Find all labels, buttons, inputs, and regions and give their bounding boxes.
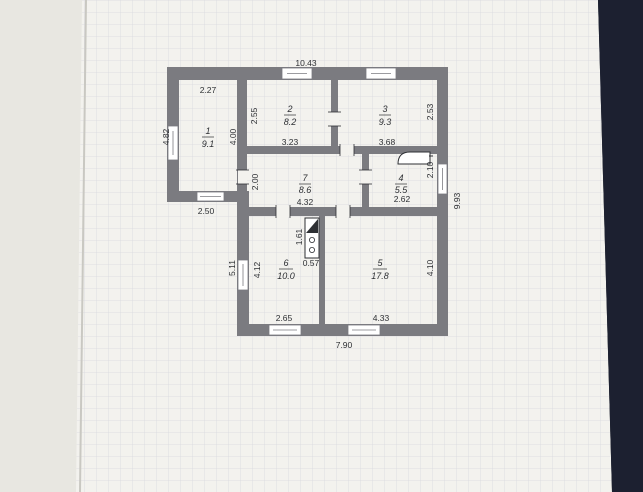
room2-area: 8.2 — [284, 117, 297, 127]
dim-room6-width: 2.65 — [276, 313, 293, 323]
dim-left-total: 4.82 — [161, 128, 171, 145]
room5-number: 5 — [377, 258, 383, 268]
doors — [236, 111, 372, 218]
room-labels: 1 9.1 2 8.2 3 9.3 4 5.5 7 8.6 6 10.0 5 1… — [202, 104, 409, 281]
dim-room5-width: 4.33 — [373, 313, 390, 323]
dim-room1-bottom: 2.50 — [198, 206, 215, 216]
dim-room4-height: 2.10 — [425, 161, 435, 178]
dim-room4-width: 2.62 — [394, 194, 411, 204]
dim-lower-left: 5.11 — [227, 260, 237, 276]
room4-area: 5.5 — [395, 185, 409, 195]
dim-room7-width: 4.32 — [297, 197, 314, 207]
room4-number: 4 — [398, 173, 403, 183]
dim-closet-height: 1.61 — [294, 228, 304, 245]
door-room6 — [276, 206, 290, 217]
room6-number: 6 — [283, 258, 288, 268]
room3-number: 3 — [382, 104, 387, 114]
dim-room7-height: 2.00 — [250, 173, 260, 190]
room2-number: 2 — [286, 104, 292, 114]
dimension-labels: 10.43 2.27 3.23 3.68 2.62 4.32 2.50 0.57… — [161, 58, 462, 350]
bathtub-icon — [397, 151, 433, 165]
dim-room6-height: 4.12 — [252, 261, 262, 278]
room1-area: 9.1 — [202, 139, 215, 149]
dim-room3-height: 2.53 — [425, 103, 435, 120]
room7-number: 7 — [302, 173, 308, 183]
grid-lines — [76, 0, 612, 492]
dim-room2-width: 3.23 — [282, 137, 299, 147]
dim-room3-width: 3.68 — [379, 137, 396, 147]
room6-area: 10.0 — [277, 271, 295, 281]
dim-bottom-total: 7.90 — [336, 340, 353, 350]
room1-number: 1 — [205, 126, 210, 136]
door-room2-3 — [330, 112, 339, 126]
dim-top-total: 10.43 — [295, 58, 317, 68]
left-page — [0, 0, 88, 492]
dim-room1-height: 4.00 — [228, 128, 238, 145]
door-room1 — [238, 170, 247, 184]
room5-area: 17.8 — [371, 271, 389, 281]
room3-area: 9.3 — [379, 117, 392, 127]
page-fold — [79, 0, 87, 492]
dark-fabric — [598, 0, 643, 492]
dim-room1-top: 2.27 — [200, 85, 217, 95]
stove-icon — [304, 217, 320, 259]
dim-right-total: 9.93 — [452, 192, 462, 209]
room7-area: 8.6 — [299, 185, 312, 195]
dim-closet-width: 0.57 — [303, 258, 320, 268]
windows — [167, 67, 448, 336]
door-room5 — [336, 206, 350, 217]
dim-room2-height: 2.55 — [249, 107, 259, 124]
dim-room5-height: 4.10 — [425, 259, 435, 276]
door-room3 — [340, 145, 354, 155]
door-room4 — [361, 170, 370, 184]
